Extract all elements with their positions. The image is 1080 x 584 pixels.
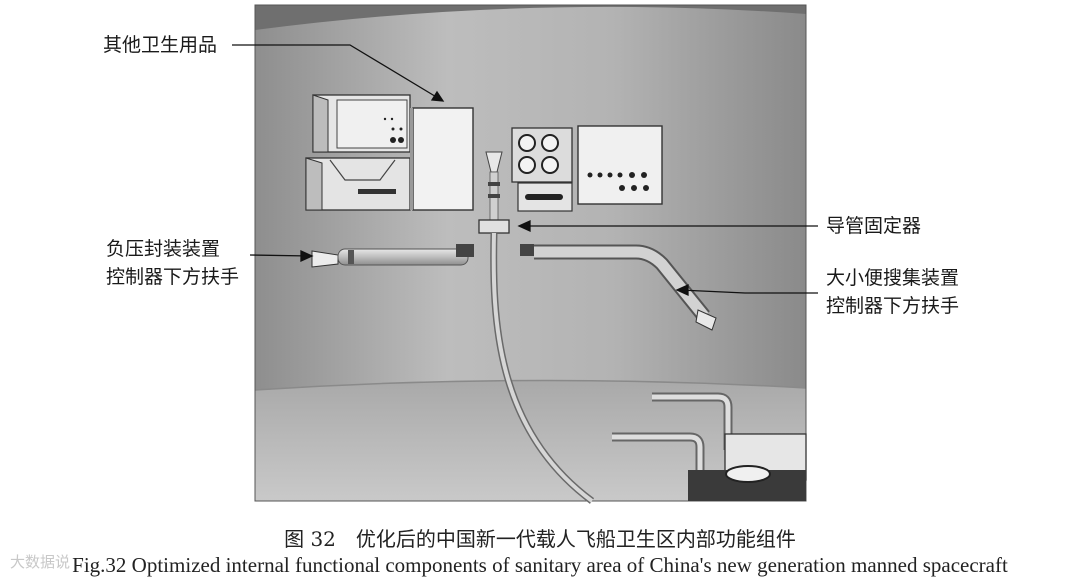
caption-chinese: 图 32 优化后的中国新一代载人飞船卫生区内部功能组件 bbox=[284, 527, 796, 551]
caption-english: Fig.32 Optimized internal functional com… bbox=[72, 553, 1008, 577]
arrowhead-collection bbox=[675, 283, 689, 297]
label-catheter-fixer: 导管固定器 bbox=[826, 215, 922, 237]
toilet-hardware bbox=[612, 392, 807, 501]
negative-pressure-handle bbox=[311, 244, 474, 268]
catheter-fixer-assembly bbox=[478, 151, 595, 504]
arrowhead-negative-pressure bbox=[300, 249, 314, 263]
collection-device-handle bbox=[520, 244, 717, 331]
arrowhead-other-supplies bbox=[430, 90, 445, 102]
control-panels bbox=[511, 125, 663, 212]
label-other-supplies: 其他卫生用品 bbox=[103, 34, 218, 56]
leader-lines bbox=[232, 44, 818, 297]
label-collection-handle: 大小便搜集装置 控制器下方扶手 bbox=[826, 267, 960, 317]
other-supplies-cabinets bbox=[305, 94, 474, 211]
watermark: 大数据说 bbox=[10, 553, 71, 571]
leader-other-supplies bbox=[232, 44, 444, 102]
label-negative-pressure-handle: 负压封装装置 控制器下方扶手 bbox=[106, 238, 240, 288]
leader-collection bbox=[679, 289, 818, 294]
arrowhead-catheter-fixer bbox=[517, 219, 531, 233]
leader-negative-pressure bbox=[249, 254, 311, 257]
